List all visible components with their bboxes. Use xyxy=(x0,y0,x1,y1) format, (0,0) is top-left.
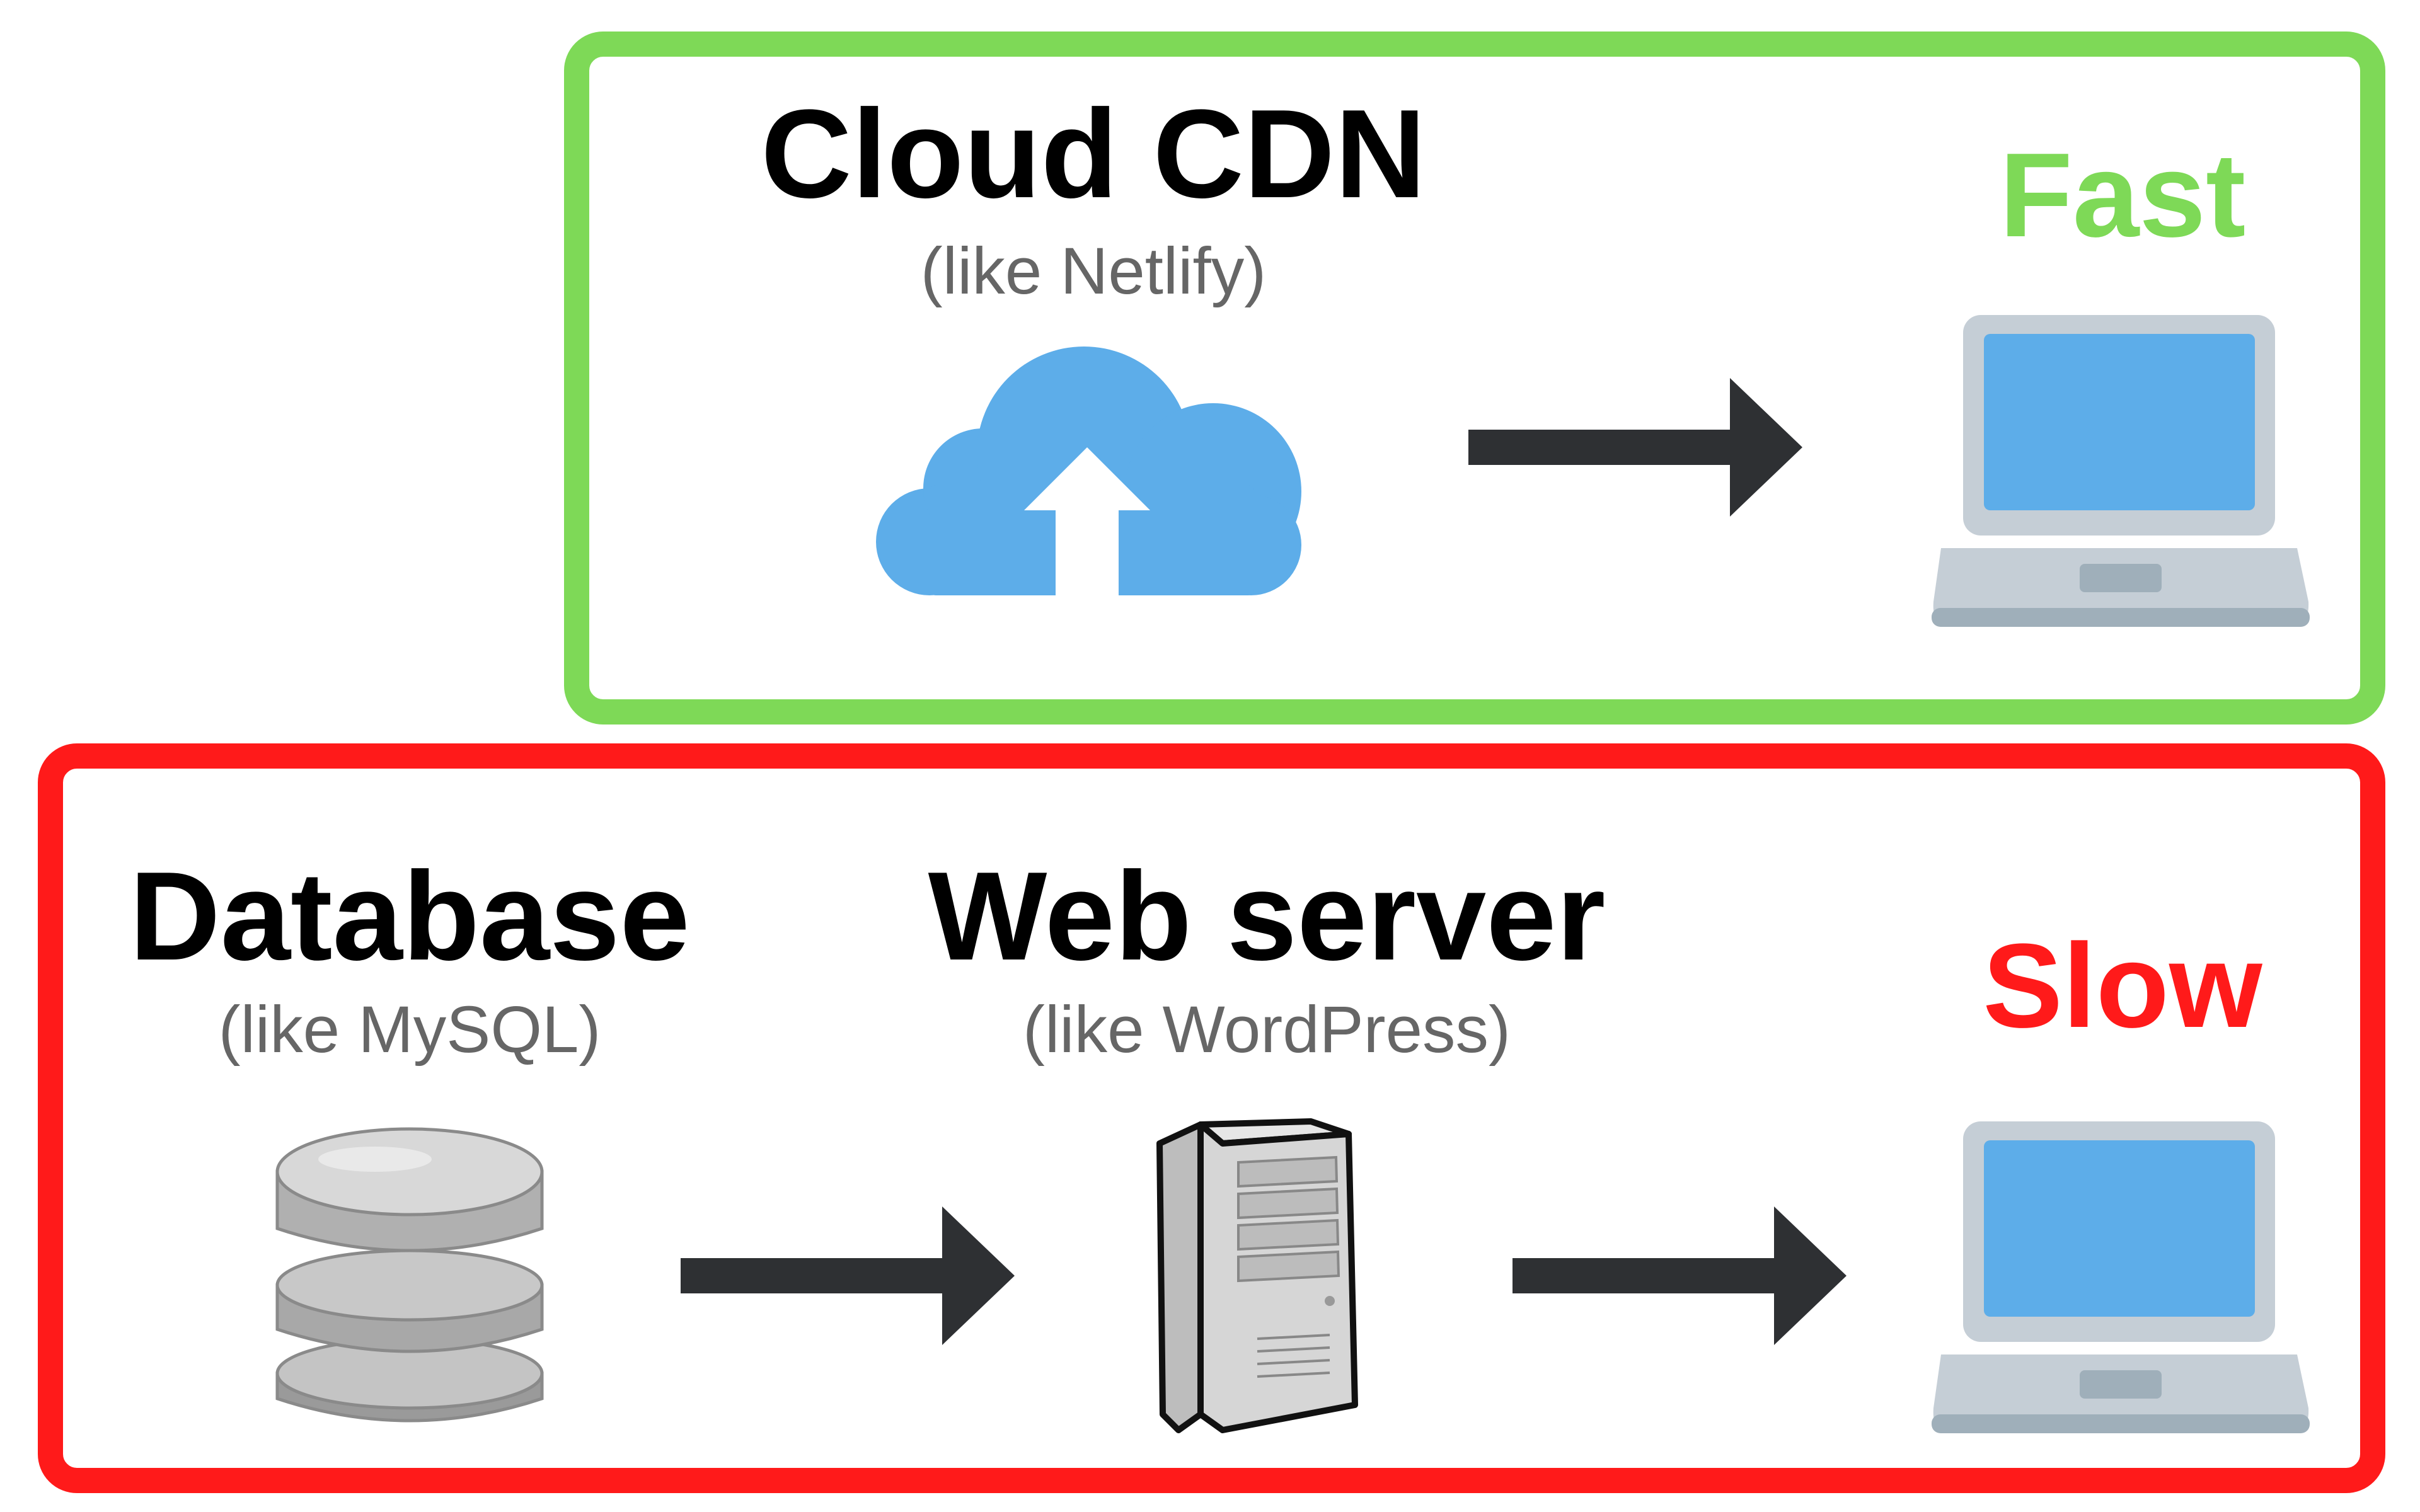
laptop-icon xyxy=(1932,315,2310,627)
web-server-title: Web server xyxy=(928,846,1606,987)
arrow-right-icon xyxy=(1468,378,1802,517)
slow-speed-label: Slow xyxy=(1983,919,2262,1053)
database-subtitle: (like MySQL) xyxy=(218,993,601,1067)
database-title: Database xyxy=(129,846,690,987)
fast-speed-label: Fast xyxy=(1999,129,2246,262)
arrow-right-icon xyxy=(1512,1206,1847,1345)
web-server-subtitle: (like WordPress) xyxy=(1022,993,1511,1067)
cdn-subtitle: (like Netlify) xyxy=(920,234,1267,308)
server-tower-icon xyxy=(1156,1118,1358,1433)
arrow-right-icon xyxy=(681,1206,1015,1345)
cloud-upload-icon xyxy=(876,346,1301,595)
database-icon xyxy=(275,1127,544,1423)
laptop-icon xyxy=(1932,1121,2310,1433)
cdn-title: Cloud CDN xyxy=(761,84,1426,224)
